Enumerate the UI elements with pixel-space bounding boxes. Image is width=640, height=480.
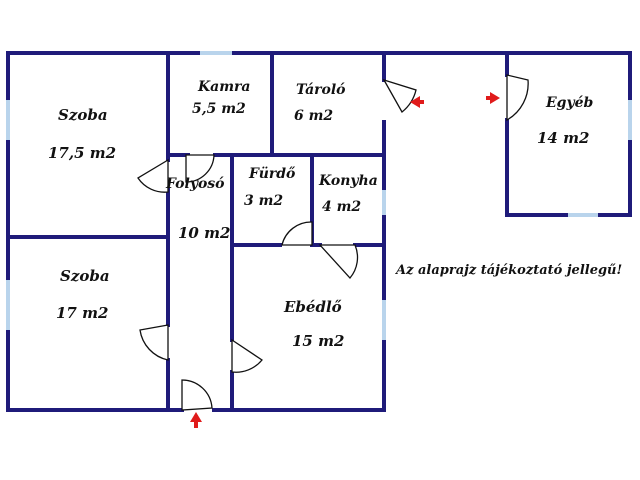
room-name-egyeb: Egyéb — [545, 95, 594, 111]
room-area-szoba-1: 17,5 m2 — [48, 144, 116, 162]
door — [281, 221, 313, 246]
room-name-furdo: Fürdő — [248, 166, 296, 182]
room-name-kamra: Kamra — [197, 79, 251, 95]
room-name-ebedlo: Ebédlő — [283, 298, 342, 316]
room-labels: Szoba 17,5 m2 Kamra 5,5 m2 Tároló 6 m2 E… — [48, 79, 594, 350]
door — [231, 338, 263, 373]
room-area-furdo: 3 m2 — [244, 193, 283, 209]
door — [318, 244, 359, 279]
entrance-arrows — [190, 92, 500, 428]
room-area-konyha: 4 m2 — [322, 199, 361, 215]
room-area-szoba-2: 17 m2 — [56, 304, 108, 322]
doors — [137, 74, 529, 411]
main-entrance-arrow — [190, 412, 202, 428]
door — [382, 78, 417, 113]
door — [139, 324, 169, 361]
windows — [6, 51, 632, 340]
disclaimer-note: Az alaprajz tájékoztató jellegű! — [394, 263, 622, 278]
door — [185, 154, 215, 183]
room-name-szoba-1: Szoba — [58, 106, 108, 124]
tarolo-entrance-arrow — [410, 96, 424, 108]
room-area-kamra: 5,5 m2 — [192, 101, 246, 117]
room-name-folyoso: Folyosó — [165, 176, 225, 192]
room-area-tarolo: 6 m2 — [294, 108, 333, 124]
room-name-tarolo: Tároló — [296, 82, 346, 98]
room-area-egyeb: 14 m2 — [537, 129, 589, 147]
room-name-konyha: Konyha — [318, 173, 378, 189]
door — [181, 379, 213, 411]
door — [137, 158, 169, 193]
egyeb-entrance-arrow — [486, 92, 500, 104]
room-area-ebedlo: 15 m2 — [292, 332, 344, 350]
room-area-folyoso: 10 m2 — [178, 224, 230, 242]
door — [506, 74, 529, 122]
room-name-szoba-2: Szoba — [60, 267, 110, 285]
